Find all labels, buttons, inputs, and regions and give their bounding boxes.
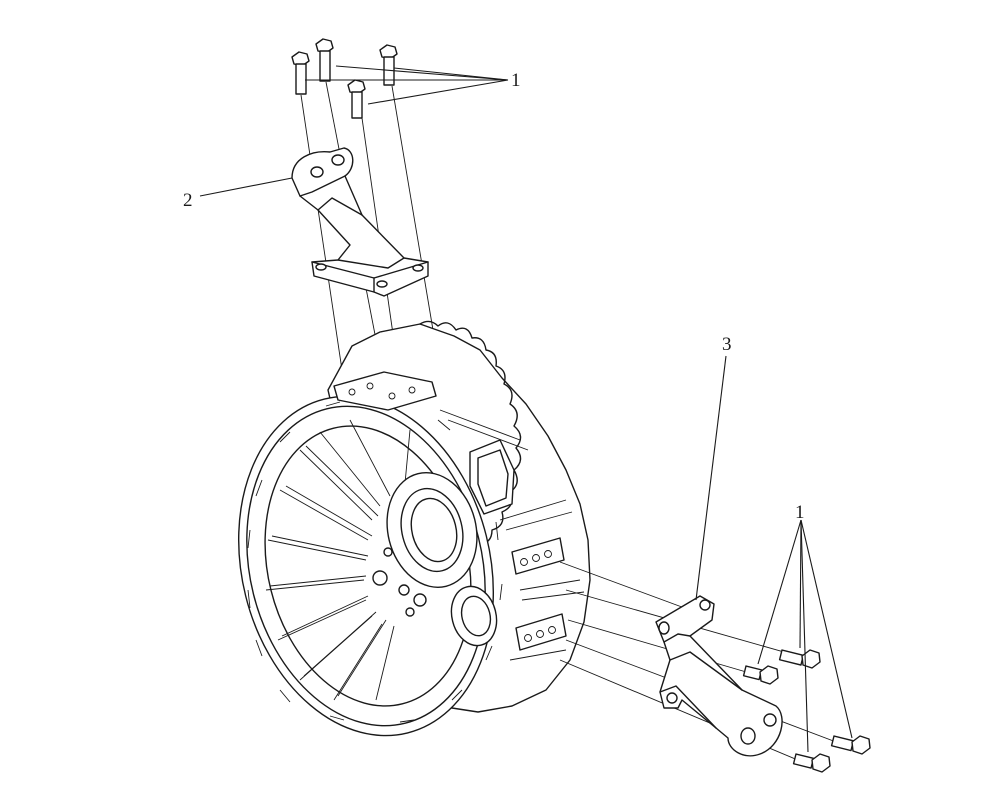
side-bolt-group <box>742 649 871 773</box>
side-pads <box>511 537 567 651</box>
side-bolt-2 <box>742 665 779 685</box>
flange-slots <box>247 399 503 723</box>
callout-bolts-side: 1 <box>795 502 805 523</box>
bolt-4 <box>379 44 398 86</box>
bolt-2 <box>315 38 334 82</box>
top-bolt-leaders <box>305 65 509 105</box>
side-bolt-4 <box>792 753 831 773</box>
bell-housing <box>237 320 591 737</box>
callout-bracket-top: 2 <box>183 190 193 211</box>
bolt-1 <box>291 51 310 95</box>
callout-bolts-top: 1 <box>511 70 521 91</box>
side-bolt-3 <box>830 735 871 755</box>
side-bolt-1 <box>778 649 821 669</box>
inner-ribs <box>265 419 411 701</box>
top-bracket <box>291 147 429 297</box>
top-bolt-group <box>291 38 398 119</box>
bracket-side-leader <box>695 355 727 601</box>
bolt-3 <box>347 79 366 119</box>
callout-bracket-side: 3 <box>722 334 732 355</box>
bracket-top-leader <box>199 177 293 197</box>
side-bracket <box>655 595 783 757</box>
side-bolt-leaders <box>757 519 853 753</box>
